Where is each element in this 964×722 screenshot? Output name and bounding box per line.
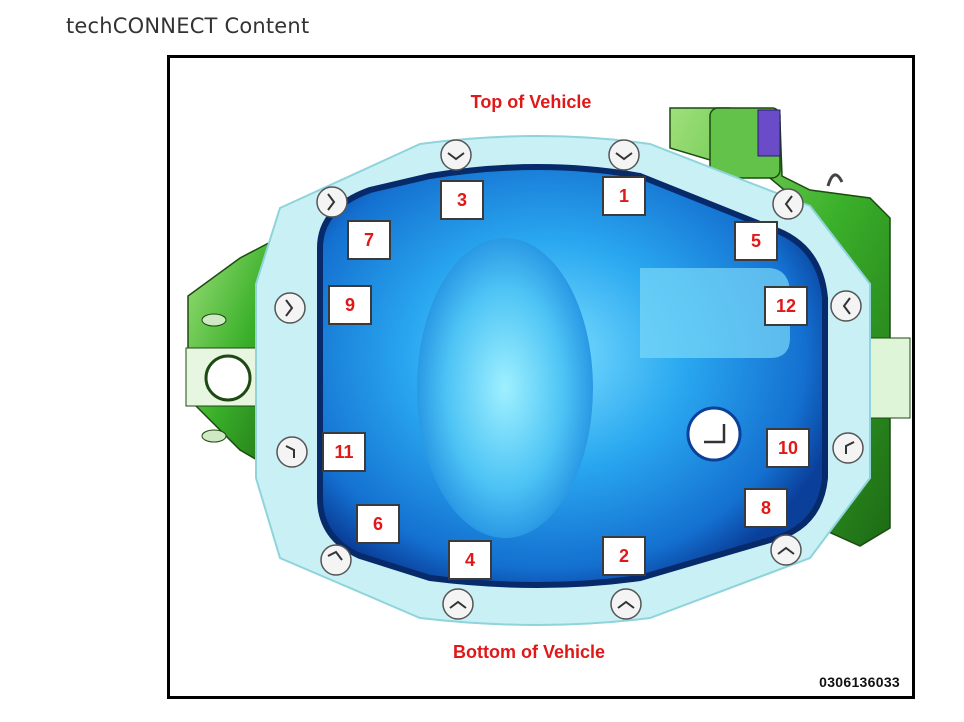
figure-id: 0306136033 [819, 674, 900, 690]
sequence-label-10: 10 [766, 428, 810, 468]
page-title: techCONNECT Content [66, 14, 310, 38]
bolt-icon [610, 588, 642, 620]
sequence-label-3: 3 [440, 180, 484, 220]
sequence-label-9: 9 [328, 285, 372, 325]
cover-bulge [640, 268, 790, 358]
sequence-label-1: 1 [602, 176, 646, 216]
differential-cover-illustration [185, 107, 911, 626]
cover-dome [417, 238, 593, 538]
bolt-icon [442, 588, 474, 620]
sequence-label-8: 8 [744, 488, 788, 528]
bolt-icon [320, 544, 352, 576]
sequence-label-4: 4 [448, 540, 492, 580]
bolt-icon [772, 188, 804, 220]
bolt-icon [830, 290, 862, 322]
caption-bottom-of-vehicle: Bottom of Vehicle [452, 642, 605, 662]
fill-plug [686, 406, 742, 462]
cover-bolts [274, 139, 864, 620]
diagram-figure: Top of Vehicle Bottom of Vehicle 1 2 3 4… [167, 55, 915, 699]
caption-top-of-vehicle: Top of Vehicle [470, 92, 592, 112]
bolt-icon [770, 534, 802, 566]
bolt-icon [832, 432, 864, 464]
sequence-label-6: 6 [356, 504, 400, 544]
sequence-label-5: 5 [734, 221, 778, 261]
bolt-icon [276, 436, 308, 468]
sequence-label-12: 12 [764, 286, 808, 326]
bolt-icon [440, 139, 472, 171]
sequence-label-11: 11 [322, 432, 366, 472]
sequence-label-2: 2 [602, 536, 646, 576]
bolt-icon [274, 292, 306, 324]
bolt-icon [316, 186, 348, 218]
sequence-label-7: 7 [347, 220, 391, 260]
bolt-icon [608, 139, 640, 171]
